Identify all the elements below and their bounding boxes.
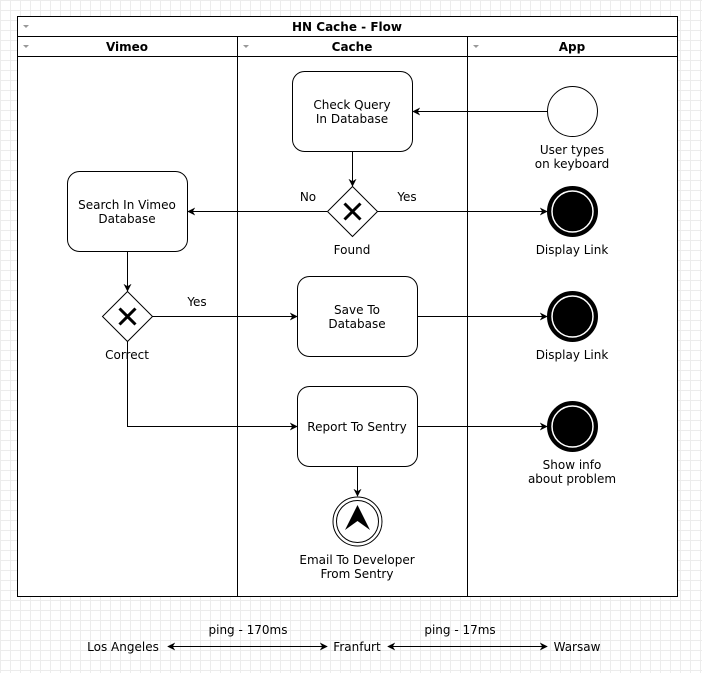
lane-vimeo-title: Vimeo [106,40,148,54]
exclusive-x-icon [118,307,137,326]
gateway-correct[interactable] [101,290,154,343]
end-show-info-label-2: about problem [528,472,616,486]
task-search-vimeo-line1: Search In Vimeo [78,198,176,212]
edge-label-yes-correct: Yes [186,295,206,309]
lane-app-collapse-icon[interactable] [473,45,479,48]
email-event-label-1: Email To Developer [299,553,414,567]
end-event-display-1[interactable] [547,186,598,237]
task-save-db-line2: Database [328,317,385,331]
task-check-query-line2: In Database [316,112,388,126]
ping-la-fra: ping - 170ms [209,623,288,637]
end-show-info-label-1: Show info [543,458,602,472]
pool-title: HN Cache - Flow [292,20,402,34]
edge-correct-no[interactable] [127,341,298,431]
city-waw: Warsaw [554,640,601,654]
task-save-db[interactable]: Save To Database [297,276,418,357]
end-display-1-label: Display Link [536,243,609,257]
network-latency: Los Angeles Franfurt Warsaw ping - 170ms… [87,623,600,654]
task-report-sentry[interactable]: Report To Sentry [297,386,418,467]
task-check-query-line1: Check Query [313,98,390,112]
exclusive-x-icon [343,202,362,221]
task-save-db-line1: Save To [334,303,380,317]
end-display-2-label: Display Link [536,348,609,362]
city-la: Los Angeles [87,640,159,654]
start-event-label-2: on keyboard [535,157,609,171]
lane-app-title: App [559,40,586,54]
email-event-label-2: From Sentry [321,567,394,581]
email-event[interactable] [332,496,383,547]
lane-vimeo-collapse-icon[interactable] [23,45,29,48]
edge-label-no: No [300,190,316,204]
task-report-sentry-label: Report To Sentry [307,420,406,434]
connectors [123,107,548,497]
task-search-vimeo-line2: Database [98,212,155,226]
gateway-correct-label: Correct [105,348,149,362]
start-event-label-1: User types [540,143,604,157]
escalation-icon [345,505,370,530]
gateway-found-label: Found [334,243,371,257]
lane-cache-title: Cache [332,40,373,54]
start-event[interactable] [547,86,598,137]
end-event-show-info[interactable] [547,401,598,452]
ping-fra-waw: ping - 17ms [424,623,495,637]
edge-label-yes-found: Yes [396,190,416,204]
end-event-display-2[interactable] [547,291,598,342]
gateway-found[interactable] [326,185,379,238]
lane-cache-collapse-icon[interactable] [243,45,249,48]
task-check-query[interactable]: Check Query In Database [292,71,413,152]
pool-collapse-icon[interactable] [23,25,29,28]
task-search-vimeo[interactable]: Search In Vimeo Database [67,171,188,252]
city-fra: Franfurt [333,640,381,654]
